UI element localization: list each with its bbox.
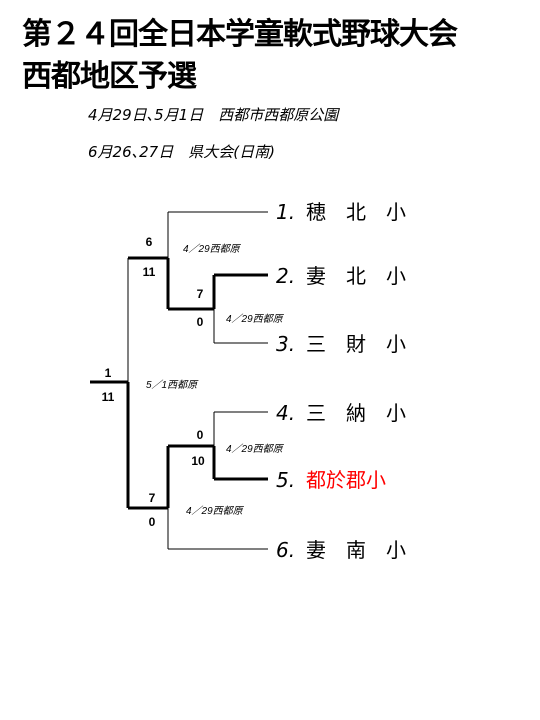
score-g45-bottom: 10 [191, 454, 205, 468]
team-name: 三 財 小 [306, 332, 406, 356]
team-number: 4. [276, 401, 295, 425]
team-name: 妻 南 小 [306, 538, 406, 562]
tournament-subtitle: 西都地区予選 [22, 59, 197, 94]
tournament-title: 第２４回全日本学童軟式野球大会 [22, 17, 458, 52]
score-final-bottom: 11 [102, 390, 115, 404]
score-g23-top: 7 [197, 287, 204, 301]
team-entry-2: 2. 妻 北 小 [276, 264, 406, 288]
game-info-g45: 4／29西都原 [226, 443, 285, 455]
team-name: 穂 北 小 [306, 200, 406, 224]
team-name: 妻 北 小 [306, 264, 406, 288]
schedule-line-1: 4月29日､5月1日 西都市西都原公園 [88, 106, 339, 124]
score-g1-top: 6 [146, 235, 153, 249]
game-info-g23: 4／29西都原 [226, 313, 285, 325]
score-g45-top: 0 [197, 428, 204, 442]
score-final-top: 1 [105, 366, 112, 380]
score-g6-bottom: 0 [149, 515, 156, 529]
game-info-g1: 4／29西都原 [183, 243, 242, 255]
team-number: 2. [276, 264, 295, 288]
bracket-lines [90, 211, 268, 550]
team-name: 三 納 小 [306, 401, 406, 425]
team-entry-3: 3. 三 財 小 [276, 332, 406, 356]
score-g1-bottom: 11 [143, 265, 156, 279]
schedule-line-2: 6月26､27日 県大会(日南) [88, 143, 275, 161]
team-entry-1: 1. 穂 北 小 [276, 200, 406, 224]
team-entry-5: 5. 都於郡小 [276, 468, 386, 492]
score-g6-top: 7 [149, 491, 156, 505]
team-name-winner: 都於郡小 [306, 468, 386, 492]
team-number: 1. [276, 200, 295, 224]
team-number: 6. [276, 538, 295, 562]
team-number: 5. [276, 468, 295, 492]
score-g23-bottom: 0 [197, 315, 204, 329]
game-info-g6: 4／29西都原 [186, 505, 245, 517]
team-entry-6: 6. 妻 南 小 [276, 538, 406, 562]
game-info-final: 5／1西都原 [146, 379, 199, 391]
team-number: 3. [276, 332, 295, 356]
team-entry-4: 4. 三 納 小 [276, 401, 406, 425]
